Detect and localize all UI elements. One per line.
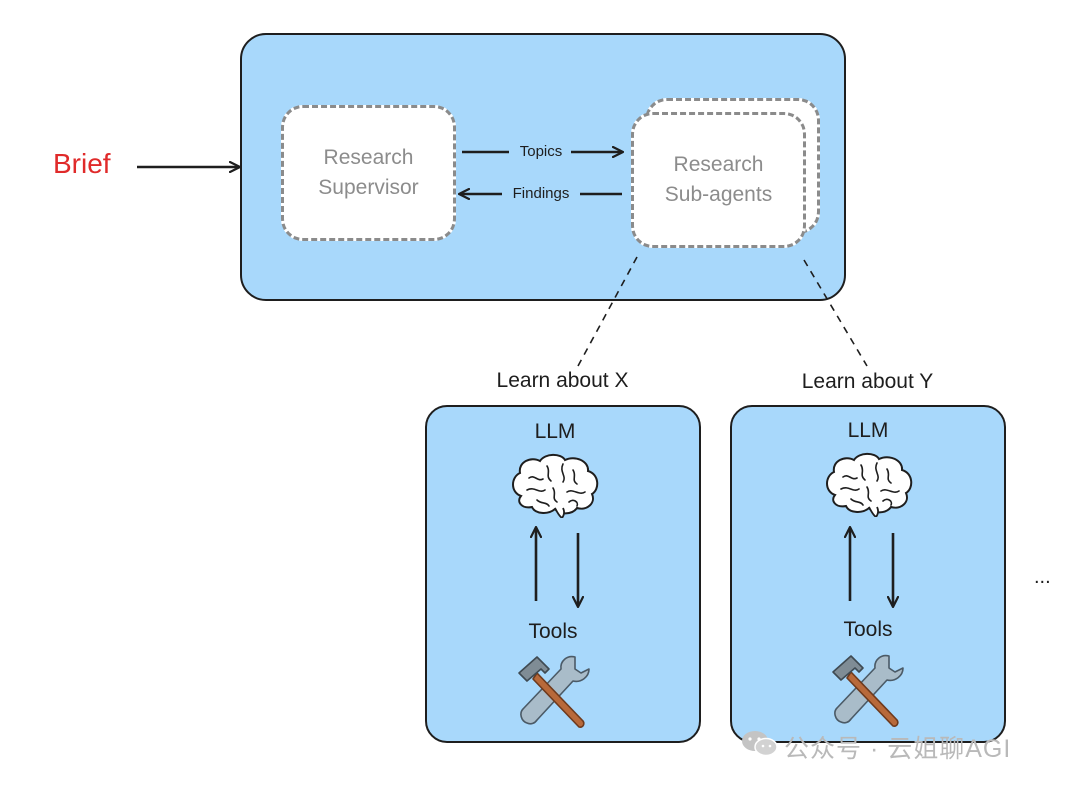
brain-icon bbox=[512, 453, 599, 518]
hammer-wrench-icon bbox=[518, 655, 590, 728]
topics-label: Topics bbox=[519, 143, 563, 160]
research-subagents-box bbox=[631, 112, 806, 248]
worker-y-llm-label: LLM bbox=[847, 419, 889, 442]
research-supervisor-box bbox=[281, 105, 456, 241]
worker-x-tools-label: Tools bbox=[528, 620, 578, 643]
hammer-wrench-icon bbox=[832, 654, 904, 727]
brief-label: Brief bbox=[53, 148, 111, 179]
worker-x-llm-label: LLM bbox=[534, 420, 576, 443]
worker-y-tools-label: Tools bbox=[843, 618, 893, 641]
worker-y-title: Learn about Y bbox=[801, 370, 934, 393]
brain-icon bbox=[826, 452, 913, 517]
research-supervisor-label: Research Supervisor bbox=[318, 146, 419, 199]
dashed-link-y bbox=[803, 259, 868, 367]
wechat-icon bbox=[742, 731, 778, 757]
research-subagents-label: Research Sub-agents bbox=[664, 153, 773, 206]
watermark-text: 公众号 · 云姐聊AGI bbox=[784, 735, 1012, 763]
dashed-link-x bbox=[577, 256, 638, 367]
more-workers-ellipsis: ... bbox=[1034, 566, 1051, 588]
worker-x-title: Learn about X bbox=[496, 369, 629, 392]
findings-label: Findings bbox=[512, 185, 570, 202]
